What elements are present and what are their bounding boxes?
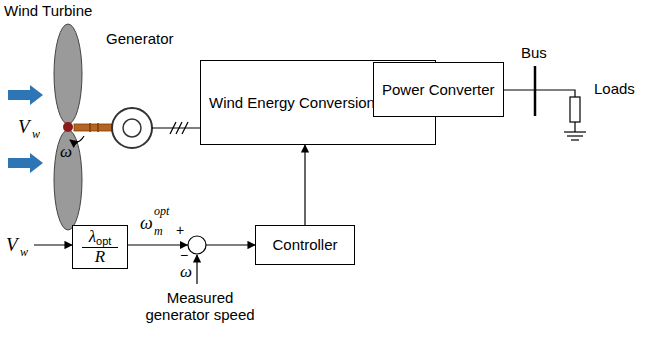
- load-wire: [535, 90, 575, 97]
- ground-symbol: [567, 135, 583, 136]
- title-label: Wind Turbine: [4, 2, 92, 19]
- bus-bar: [534, 66, 537, 116]
- controller-box: Controller: [255, 225, 355, 265]
- shaft: [74, 124, 112, 131]
- signal-name: V: [18, 116, 30, 138]
- signal-subscript: m: [154, 225, 163, 239]
- hub: [63, 122, 73, 132]
- ground-symbol: [564, 131, 586, 132]
- part-label: Bus: [521, 44, 547, 61]
- part-label: Loads: [594, 80, 635, 97]
- signal-name: ω: [180, 262, 192, 282]
- turbine-blade: [54, 24, 82, 124]
- sign-label: +: [176, 222, 184, 238]
- signal-subscript: w: [32, 128, 40, 142]
- summing-junction: [188, 236, 206, 254]
- sign-label: −: [180, 247, 188, 263]
- signal-subscript: w: [20, 246, 28, 260]
- signal-arrow: [304, 145, 305, 225]
- feedback-arrow: [196, 255, 197, 284]
- signal-superscript: opt: [154, 205, 169, 219]
- gain-block: λoptR: [72, 225, 128, 269]
- ground-symbol: [571, 139, 579, 140]
- signal-name: ω: [60, 142, 72, 162]
- turbine-blade: [54, 130, 82, 230]
- signal-name: V: [6, 234, 18, 256]
- three-phase-wire: [152, 127, 200, 128]
- note-label: Measured generator speed: [140, 289, 260, 324]
- denominator: R: [95, 248, 105, 267]
- subscript-text: opt: [96, 236, 111, 247]
- numerator: λopt: [89, 228, 112, 247]
- shaft-joint: [89, 123, 91, 132]
- generator-symbol: [112, 108, 152, 148]
- process-box: Power Converter: [373, 62, 504, 117]
- symbol-text: R: [95, 247, 105, 266]
- wind-arrow: [8, 153, 43, 173]
- shaft-joint: [97, 123, 99, 132]
- resistor-symbol: [570, 97, 580, 122]
- rotation-arrow: [70, 136, 84, 142]
- input-arrow: [34, 244, 72, 245]
- ground-wire: [574, 122, 575, 132]
- phase-tick: [170, 122, 176, 134]
- phase-tick: [176, 122, 182, 134]
- wind-arrow: [8, 85, 43, 105]
- generator-rotor: [123, 119, 141, 137]
- box-text: Controller: [272, 236, 337, 254]
- box-text: Power Converter: [382, 81, 495, 99]
- symbol-text: λ: [89, 228, 96, 247]
- signal-name: ω: [140, 213, 153, 234]
- phase-tick: [182, 122, 188, 134]
- part-label: Generator: [106, 30, 174, 47]
